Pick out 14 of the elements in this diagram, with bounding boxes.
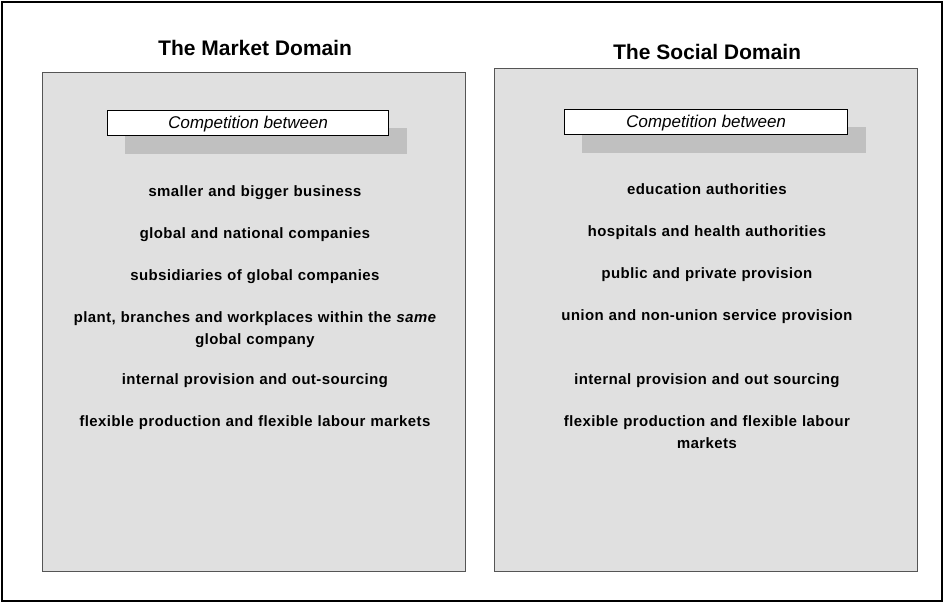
- panel-heading: The Market Domain: [157, 37, 353, 61]
- list-item: internal provision and out sourcing: [573, 370, 841, 390]
- list-item: global and national companies: [138, 224, 372, 244]
- panel-heading: The Social Domain: [612, 41, 802, 65]
- list-item: flexible production and flexible labour markets: [78, 412, 432, 432]
- list-item: plant, branches and workplaces within the same global company: [72, 308, 438, 350]
- list-item: flexible production and flexible labour markets: [562, 412, 852, 454]
- list-item: education authorities: [626, 180, 788, 200]
- list-item: public and private provision: [600, 264, 814, 284]
- list-item: internal provision and out-sourcing: [120, 370, 390, 390]
- list-item: union and non-union service provision: [560, 306, 854, 326]
- list-item: smaller and bigger business: [147, 182, 363, 202]
- list-item: hospitals and health authorities: [586, 222, 828, 242]
- list-item: subsidiaries of global companies: [129, 266, 381, 286]
